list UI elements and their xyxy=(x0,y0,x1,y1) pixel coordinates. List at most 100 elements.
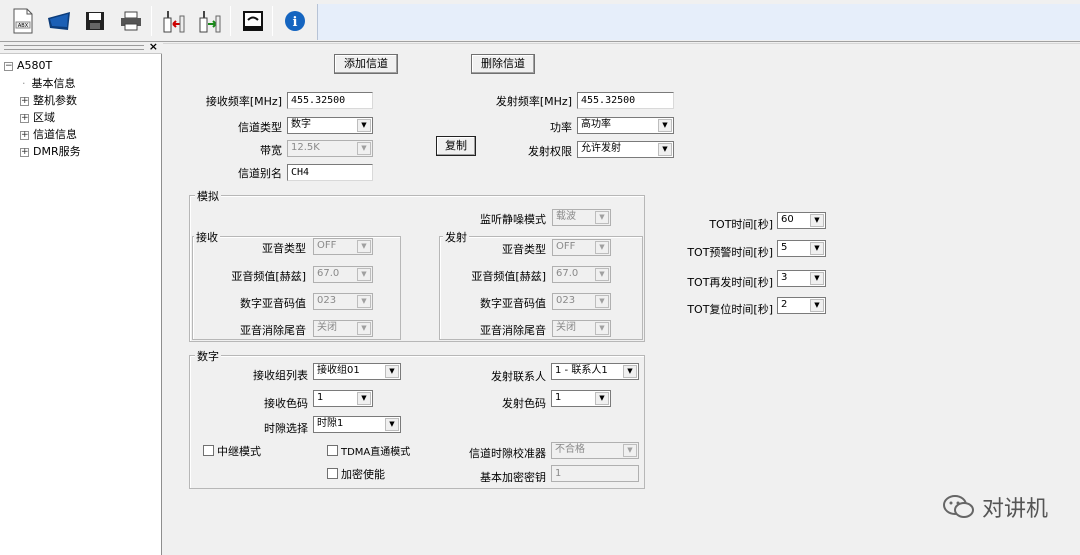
grip-handle[interactable] xyxy=(4,45,144,50)
tot-rekey-select[interactable]: 3▼ xyxy=(777,270,826,287)
tot-rekey-value: 3 xyxy=(781,272,788,283)
dropdown-arrow-icon[interactable]: ▼ xyxy=(810,299,824,312)
tx-contact-select[interactable]: 1 - 联系人1▼ xyxy=(551,363,639,380)
svg-text:ABX: ABX xyxy=(18,23,29,29)
dropdown-arrow-icon[interactable]: ▼ xyxy=(357,392,371,405)
power-select[interactable]: 高功率▼ xyxy=(577,117,674,134)
toolbar-empty-area xyxy=(317,4,1080,40)
channel-alias-input[interactable]: CH4 xyxy=(287,164,373,181)
watermark: 对讲机 xyxy=(942,491,1048,523)
tree-panel-header[interactable]: × xyxy=(0,40,162,54)
tx-tone-type-select[interactable]: OFF▼ xyxy=(552,239,611,256)
expand-icon[interactable]: + xyxy=(20,146,29,157)
encryption-checkbox[interactable] xyxy=(327,468,338,479)
rx-tone-freq-value: 67.0 xyxy=(317,268,340,279)
read-icon[interactable] xyxy=(44,6,74,36)
bandwidth-select[interactable]: 12.5K▼ xyxy=(287,140,373,157)
repeater-mode-label: 中继模式 xyxy=(217,445,261,458)
tree-item-channel-info[interactable]: +信道信息 xyxy=(20,126,77,142)
copy-button[interactable]: 复制 xyxy=(436,136,476,156)
tx-dcs-select[interactable]: 023 ▼ xyxy=(552,293,611,310)
print-icon[interactable] xyxy=(116,6,146,36)
monitor-icon[interactable] xyxy=(238,6,268,36)
dropdown-arrow-icon: ▼ xyxy=(595,241,609,254)
toolbar-separator xyxy=(151,6,152,36)
dropdown-arrow-icon: ▼ xyxy=(595,322,609,335)
dropdown-arrow-icon: ▼ xyxy=(595,295,609,308)
tx-tone-freq-value: 67.0 xyxy=(556,268,579,279)
dropdown-arrow-icon[interactable]: ▼ xyxy=(810,272,824,285)
add-channel-button[interactable]: 添加信道 xyxy=(334,54,398,74)
analog-tx-group xyxy=(439,236,643,340)
collapse-icon[interactable]: − xyxy=(4,60,13,71)
tx-tone-freq-select[interactable]: 67.0 ▼ xyxy=(552,266,611,283)
tot-reset-label: TOT复位时间[秒] xyxy=(687,303,773,316)
tx-permit-select[interactable]: 允许发射▼ xyxy=(577,141,674,158)
slot-select[interactable]: 时隙1▼ xyxy=(313,416,401,433)
tree-item-label: 整机参数 xyxy=(33,94,77,107)
tot-time-label: TOT时间[秒] xyxy=(709,218,773,231)
digital-group xyxy=(189,355,645,489)
base-key-input[interactable]: 1 xyxy=(551,465,639,482)
tot-reset-select[interactable]: 2▼ xyxy=(777,297,826,314)
rx-freq-label: 接收频率[MHz] xyxy=(205,95,282,108)
dropdown-arrow-icon[interactable]: ▼ xyxy=(385,365,399,378)
tx-freq-label: 发射频率[MHz] xyxy=(495,95,572,108)
tx-color-code-select[interactable]: 1▼ xyxy=(551,390,611,407)
rx-dcs-select[interactable]: 023▼ xyxy=(313,293,373,310)
tx-tail-select[interactable]: 关闭▼ xyxy=(552,320,611,337)
save-icon[interactable] xyxy=(80,6,110,36)
delete-channel-button[interactable]: 删除信道 xyxy=(471,54,535,74)
rx-color-code-select[interactable]: 1▼ xyxy=(313,390,373,407)
dropdown-arrow-icon[interactable]: ▼ xyxy=(623,365,637,378)
dropdown-arrow-icon[interactable]: ▼ xyxy=(385,418,399,431)
tx-tail-label: 亚音消除尾音 xyxy=(480,324,546,337)
dropdown-arrow-icon[interactable]: ▼ xyxy=(658,143,672,156)
tot-time-select[interactable]: 60▼ xyxy=(777,212,826,229)
slot-calibrator-select[interactable]: 不合格▼ xyxy=(551,442,639,459)
expand-icon[interactable]: + xyxy=(20,112,29,123)
dropdown-arrow-icon[interactable]: ▼ xyxy=(658,119,672,132)
tdma-direct-checkbox[interactable] xyxy=(327,445,338,456)
analog-group xyxy=(189,195,645,342)
wechat-icon xyxy=(942,495,974,518)
tree-item-zone[interactable]: +区域 xyxy=(20,109,55,125)
toolbar-separator xyxy=(272,6,273,36)
squelch-mode-label: 监听静噪模式 xyxy=(480,213,546,226)
close-icon[interactable]: × xyxy=(148,40,158,53)
tree-item-device-params[interactable]: + 整机参数 xyxy=(20,92,77,108)
expand-icon[interactable]: + xyxy=(20,129,29,140)
repeater-mode-checkbox[interactable] xyxy=(203,445,214,456)
rx-tone-freq-select[interactable]: 67.0▼ xyxy=(313,266,373,283)
expand-icon[interactable]: + xyxy=(20,95,29,106)
dropdown-arrow-icon: ▼ xyxy=(595,268,609,281)
tx-freq-input[interactable]: 455.32500 xyxy=(577,92,674,109)
squelch-mode-select[interactable]: 载波▼ xyxy=(552,209,611,226)
tx-tone-freq-label: 亚音频值[赫兹] xyxy=(471,270,546,283)
open-file-icon[interactable]: ABX xyxy=(8,6,38,36)
toolbar-separator xyxy=(230,6,231,36)
tree-root[interactable]: −A580T xyxy=(4,59,52,72)
dropdown-arrow-icon[interactable]: ▼ xyxy=(810,214,824,227)
dropdown-arrow-icon[interactable]: ▼ xyxy=(357,119,371,132)
read-radio-icon[interactable] xyxy=(158,6,188,36)
dropdown-arrow-icon[interactable]: ▼ xyxy=(810,242,824,255)
info-icon[interactable]: i xyxy=(280,6,310,36)
channel-type-value: 数字 xyxy=(291,119,311,130)
channel-type-select[interactable]: 数字 ▼ xyxy=(287,117,373,134)
rx-tone-type-select[interactable]: OFF▼ xyxy=(313,238,373,255)
rx-group-list-label: 接收组列表 xyxy=(253,369,308,382)
dropdown-arrow-icon[interactable]: ▼ xyxy=(595,392,609,405)
tx-permit-label: 发射权限 xyxy=(528,145,572,158)
tree-item-label: DMR服务 xyxy=(33,145,81,158)
rx-color-code-label: 接收色码 xyxy=(264,397,308,410)
rx-group-list-select[interactable]: 接收组01▼ xyxy=(313,363,401,380)
rx-freq-input[interactable]: 455.32500 xyxy=(287,92,373,109)
tot-prealert-label: TOT预警时间[秒] xyxy=(687,246,773,259)
write-radio-icon[interactable] xyxy=(194,6,224,36)
tree-item-basic-info[interactable]: ·基本信息 xyxy=(22,75,76,91)
rx-tail-select[interactable]: 关闭▼ xyxy=(313,320,373,337)
tx-dcs-value: 023 xyxy=(556,295,576,306)
tree-item-dmr-service[interactable]: + DMR服务 xyxy=(20,143,81,159)
tot-prealert-select[interactable]: 5▼ xyxy=(777,240,826,257)
